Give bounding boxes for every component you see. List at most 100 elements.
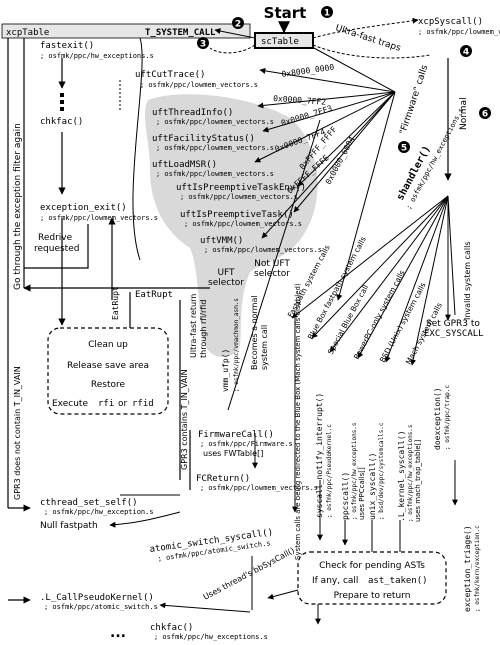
cleanup-2: Release save area [67,361,149,371]
firmware-call-src: ; osfmk/ppc/Firmware.s [200,440,293,448]
step-2: 2 [235,20,241,30]
not-uft-selector-2: selector [254,269,290,279]
ppcscall-src: ; osfmk/ppc/hw_exceptions.s [351,422,358,520]
exception-exit: exception_exit() [40,203,127,213]
traps-label: Ultra-fast traps [334,23,402,54]
fastexit: fastexit() [40,41,94,51]
syscall-notify: syscall_notify_interrupt() [315,393,324,518]
becomes-normal-2: system call [260,325,269,370]
uft-is-preemptive-task-src: ; osfmk/ppc/lowmem_vectors.s [184,220,302,228]
becomes-normal-1: Becomes a normal [250,295,259,370]
not-uft-selector-1: Not UFT [254,259,290,269]
redrive-2: requested [34,244,79,254]
xcp-syscall: xcpSyscall() [418,17,483,27]
dots-bottom: ... [110,625,126,641]
eatrupt: EatRupt [135,290,173,300]
execute-prefix: Execute [52,399,88,409]
uses-fwtable: uses FWTable[] [203,449,263,458]
uft-thread-info-src: ; osfmk/ppc/lowmem_vectors.s [156,118,274,126]
exception-triage: exception_triage() [463,525,472,612]
uft-vmm-src: ; osfmk/ppc/lowmem_vectors.s [204,246,322,254]
uft-is-preemptive-task: uftIsPreemptiveTask() [180,210,294,220]
check-asts: Check for pending ASTs [319,561,425,571]
cthread: cthread_set_self() [40,498,138,508]
step-markers [197,6,491,153]
code-2: 0x0000_7FF3 [280,104,333,128]
redrive-1: Redrive [38,233,73,243]
chkfac-top: chkfac() [40,117,83,127]
kernel-syscall-uses: uses mach_trap_table[] [414,440,422,522]
uft-is-preemptive-task-env: uftIsPreemptiveTaskEnv() [176,183,306,193]
doexception-src: ; osfmk/ppc/trap.c [444,385,451,450]
kernel-syscall-src: ; osfmk/ppc/hw_exceptions.s [407,424,414,522]
uft-load-msr-src: ; osfmk/ppc/lowmem_vectors.s [156,170,274,178]
shandler-src: ; osfmk/ppc/hw_exceptions.s [405,107,465,211]
xcp-table-label: xcpTable [6,28,49,38]
cls-powerpc: PowerPC-only system calls [352,268,407,360]
unix-syscall-src: ; bsd/dev/ppc/systemcalls.c [378,422,385,520]
step-1: 1 [324,9,330,19]
code-1: 0x0000_7FF2 [273,94,327,107]
syscall-notify-src: ; osfmk/ppc/PseudoKernel.c [326,424,333,518]
cleanup-1: Clean up [88,340,128,350]
gpr3-contains-vertical: GPR3 contains T_IN_VAIN [180,369,189,470]
uft-vmm: uftVMM() [200,236,243,246]
ultra-fast-return-1: Ultra-fast return [189,294,198,358]
cleanup-box [47,327,169,415]
uft-thread-info: uftThreadInfo() [152,108,233,118]
fcreturn-src: ; osfmk/ppc/lowmem_vectors.s [200,484,318,492]
l-callpseudo-src: ; osfmk/ppc/atomic_switch.s [44,603,158,611]
exc-syscall: EXC_SYSCALL [424,329,484,339]
step-6: 6 [482,110,488,120]
l-callpseudo: .L_CallPseudoKernel() [40,593,154,603]
xcp-syscall-src: ; osfmk/ppc/lowmem_vectors.s [418,28,500,36]
invalid-calls-label: Invalid system calls [463,241,472,320]
ast-box [297,551,447,605]
uft-facility-status: uftFacilityStatus() [152,134,255,144]
unix-syscall: unix_syscall() [368,453,377,520]
exception-exit-src: ; osfmk/ppc/lowmem_vectors.s [40,214,158,222]
prepare-return: Prepare to return [334,591,411,601]
cls-redirected: System calls are being redirected to the… [294,283,302,560]
cthread-src: ; osfmk/ppc/hw_exception.s [44,508,154,516]
fastexit-src: ; osfmk/ppc/hw_exceptions.s [40,52,154,60]
step-5: 5 [401,144,407,154]
sc-table-label: scTable [261,37,299,47]
cleanup-3: Restore [91,380,126,390]
uft-cut-trace-src: ; osfmk/ppc/lowmem_vectors.s [140,81,258,89]
doexception: doexception() [433,387,442,450]
chkfac-bottom-src: ; osfmk/ppc/hw_exceptions.s [154,633,268,641]
ultra-fast-region [144,94,318,358]
execute-rfid: rfid [132,399,154,409]
gpr3-left-vertical: GPR3 does not contain T_IN_VAIN [13,366,22,500]
uft-is-preemptive-task-env-src: ; osfmk/ppc/lowmem_vectors.s [180,193,298,201]
vertical-dots [60,93,64,111]
exception-triage-src: ; osfmk/kern/exception.c [474,525,481,612]
uft-facility-status-src: ; osfmk/ppc/lowmem_vectors.s [156,144,274,152]
shandler-fan [291,195,456,366]
firmware-calls-label: "Firmware" calls [398,64,430,136]
uft-selector-1: UFT [217,268,235,278]
code-0: 0x8000_0000 [281,63,335,79]
execute-rfi: rfi [98,399,114,409]
fcreturn: FCReturn() [196,474,250,484]
null-fastpath: Null fastpath [40,521,98,531]
vmm-ufp-src: ; osfmk/ppc/vmachmon_asm.s [233,298,240,392]
uft-cut-trace: uftCutTrace() [135,70,205,80]
uft-selector-2: selector [208,278,244,288]
set-gpr3-label: Set GPR3 to [426,319,480,329]
ultra-fast-return-2: through rfi/rfid [199,300,208,358]
trap-fan [254,47,396,301]
execute-or: or [118,399,128,409]
ppcscall-uses: uses PPCcalls[] [358,467,366,520]
filter-vertical: Go through the exception filter again [13,123,23,290]
if-any: If any, call [312,576,358,586]
t-system-call-label: T_SYSTEM_CALL [145,28,216,38]
ast-taken: ast_taken() [368,576,428,586]
normal-label: Normal [459,97,469,130]
step-4: 4 [463,48,469,58]
xcp-table-box [1,23,251,39]
eatrupt-vertical: EatRupt [111,286,120,320]
